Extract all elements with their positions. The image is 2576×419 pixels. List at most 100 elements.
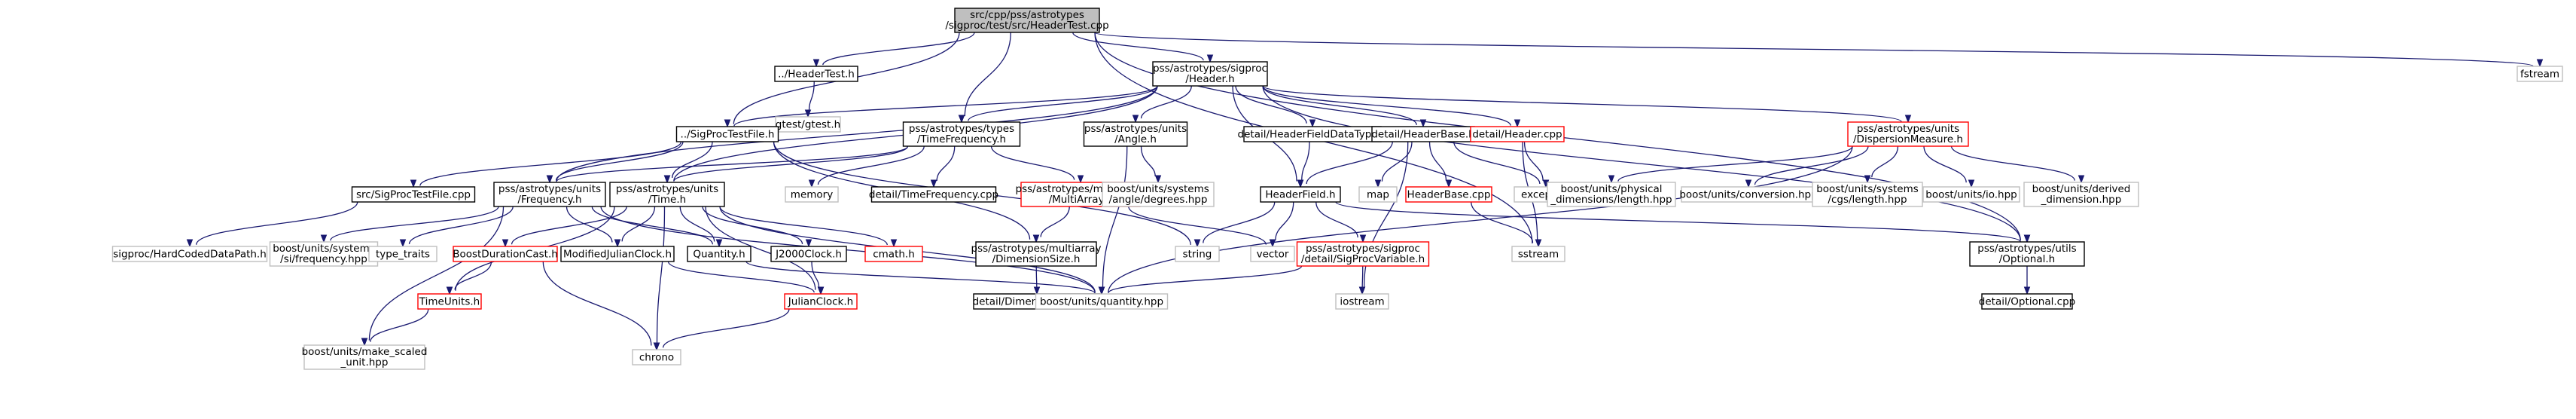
node-quantity-hpp[interactable]: boost/units/quantity.hpp <box>1035 293 1169 310</box>
node-optional-h[interactable]: pss/astrotypes/utils/Optional.h <box>1969 241 2085 267</box>
edge-arrowhead <box>1864 175 1871 184</box>
edge-sigproc-header-to-header-cpp <box>1262 85 1521 128</box>
edge-arrowhead <box>1033 286 1041 295</box>
edge-timefrequency-h-to-frequency-h <box>546 145 909 184</box>
node-box <box>1152 61 1268 87</box>
edge-header-cpp-to-exception <box>1523 141 1550 188</box>
edge-arrowhead <box>805 239 812 248</box>
node-iostream[interactable]: iostream <box>1335 293 1389 310</box>
node-derived-dimension[interactable]: boost/units/derived_dimension.hpp <box>2023 182 2139 207</box>
node-box <box>2517 66 2563 82</box>
node-label: type_traits <box>376 249 430 261</box>
node-conversion[interactable]: boost/units/conversion.hpp <box>1679 186 1818 203</box>
node-label: /detail/SigProcVariable.h <box>1301 253 1425 265</box>
node-time-h[interactable]: pss/astrotypes/units/Time.h <box>609 182 725 207</box>
node-sstream[interactable]: sstream <box>1511 246 1565 262</box>
edge-line <box>1203 201 1276 243</box>
node-timefrequency-h[interactable]: pss/astrotypes/types/TimeFrequency.h <box>902 121 1021 147</box>
edge-frequency-h-to-type-traits <box>399 206 514 248</box>
edge-arrowhead <box>1968 179 1975 188</box>
node-quantity-h[interactable]: Quantity.h <box>687 246 751 262</box>
node-root[interactable]: src/cpp/pss/astrotypes/sigproc/test/src/… <box>945 8 1109 33</box>
node-box <box>864 246 923 262</box>
node-type-traits[interactable]: type_traits <box>368 246 437 262</box>
node-cgs-length[interactable]: boost/units/systems/cgs/length.hpp <box>1812 182 1923 207</box>
node-headerbase-h[interactable]: detail/HeaderBase.h <box>1371 126 1475 142</box>
node-box <box>954 8 1100 33</box>
edge-headerfield-h-to-vector <box>1269 201 1294 248</box>
node-vector[interactable]: vector <box>1250 246 1295 262</box>
edge-arrowhead <box>663 175 671 184</box>
edge-line <box>511 206 627 245</box>
node-box <box>1405 186 1492 203</box>
edge-headerbase-h-to-iostream <box>1358 141 1409 295</box>
node-headerfield-h[interactable]: HeaderField.h <box>1260 186 1341 203</box>
edge-arrowhead <box>186 239 194 248</box>
node-physical-length[interactable]: boost/units/physical_dimensions/length.h… <box>1547 182 1676 207</box>
node-label: _dimension.hpp <box>2041 194 2122 206</box>
node-modifiedjulianclock[interactable]: ModifiedJulianClock.h <box>560 246 675 262</box>
edge-line <box>542 261 652 346</box>
node-label: /Header.h <box>1185 73 1234 85</box>
edge-line <box>702 206 803 245</box>
node-fstream[interactable]: fstream <box>2517 66 2563 82</box>
node-timefrequency-cpp[interactable]: detail/TimeFrequency.cpp <box>869 186 998 203</box>
node-make-scaled[interactable]: boost/units/make_scaled_unit.hpp <box>302 344 428 370</box>
edge-line <box>822 32 975 66</box>
edge-arrowhead <box>1132 115 1139 124</box>
edge-arrowhead <box>501 239 509 248</box>
node-label: detail/HeaderBase.h <box>1371 129 1474 141</box>
node-gtest[interactable]: gtest/gtest.h <box>775 116 841 133</box>
node-box <box>417 293 482 310</box>
node-map[interactable]: map <box>1358 186 1398 203</box>
node-headerbase-cpp[interactable]: HeaderBase.cpp <box>1405 186 1492 203</box>
node-label: fstream <box>2520 69 2559 81</box>
edge-arrowhead <box>1098 286 1105 295</box>
edge-line <box>1381 141 1413 182</box>
edge-arrowhead <box>724 119 731 128</box>
edge-headerbase-h-to-headerbase-cpp <box>1428 141 1453 188</box>
node-dimensionsize-h[interactable]: pss/astrotypes/multiarray/DimensionSize.… <box>971 241 1102 267</box>
node-timeunits[interactable]: TimeUnits.h <box>417 293 482 310</box>
node-label: pss/astrotypes/types <box>909 123 1014 135</box>
node-boostdurationcast[interactable]: BoostDurationCast.h <box>453 246 558 262</box>
node-label: /Optional.h <box>1999 253 2055 265</box>
edge-time-h-to-cmath-h <box>719 206 898 248</box>
node-label: boost/units/systems <box>273 243 375 255</box>
node-header-cpp[interactable]: detail/Header.cpp <box>1470 126 1565 142</box>
edge-root-to-fstream <box>1094 32 2544 68</box>
node-si-frequency[interactable]: boost/units/systems/si/frequency.hpp <box>269 241 379 267</box>
node-string[interactable]: string <box>1175 246 1220 262</box>
node-optional-cpp[interactable]: detail/Optional.cpp <box>1979 293 2075 310</box>
edge-line <box>1617 145 1853 182</box>
edge-line <box>1035 265 1038 288</box>
edge-root-to-timefrequency-h <box>958 32 1011 124</box>
node-angle-h[interactable]: pss/astrotypes/units/Angle.h <box>1083 121 1188 147</box>
node-sigproctestfile-h[interactable]: ../SigProcTestFile.h <box>675 126 779 142</box>
node-units-io[interactable]: boost/units/io.hpp <box>1922 186 2020 203</box>
node-julianclock[interactable]: JulianClock.h <box>784 293 858 310</box>
node-frequency-h[interactable]: pss/astrotypes/units/Frequency.h <box>493 182 606 207</box>
node-sigproc-header[interactable]: pss/astrotypes/sigproc/Header.h <box>1152 61 1268 87</box>
node-chrono[interactable]: chrono <box>632 349 681 365</box>
node-cmath-h[interactable]: cmath.h <box>864 246 923 262</box>
node-j2000clock[interactable]: J2000Clock.h <box>770 246 847 262</box>
edge-arrowhead <box>614 239 621 248</box>
node-angle-degrees[interactable]: boost/units/systems/angle/degrees.hpp <box>1102 182 1215 207</box>
node-hardcoded[interactable]: sigproc/HardCodedDataPath.h <box>111 246 268 262</box>
node-headertest[interactable]: ../HeaderTest.h <box>774 66 858 82</box>
edge-angle-h-to-angle-degrees <box>1140 145 1162 184</box>
edge-root-to-sigproc-header <box>1072 32 1214 63</box>
edge-line <box>936 145 956 182</box>
edge-line <box>591 206 714 245</box>
edge-line <box>733 85 1158 127</box>
node-box <box>493 182 606 207</box>
node-dispersionmeasure[interactable]: pss/astrotypes/units/DispersionMeasure.h <box>1847 121 1969 147</box>
node-headerfielddatatype[interactable]: detail/HeaderFieldDataType.h <box>1238 126 1388 142</box>
edge-headerfield-h-to-sigprocvariable <box>1315 201 1367 243</box>
node-memory[interactable]: memory <box>785 186 839 203</box>
node-sigproctestfile-cpp[interactable]: src/SigProcTestFile.cpp <box>351 186 476 203</box>
edge-sigproctestfile-h-to-sigproctestfile-cpp <box>410 141 682 188</box>
node-sigprocvariable[interactable]: pss/astrotypes/sigproc/detail/SigProcVar… <box>1296 241 1430 267</box>
